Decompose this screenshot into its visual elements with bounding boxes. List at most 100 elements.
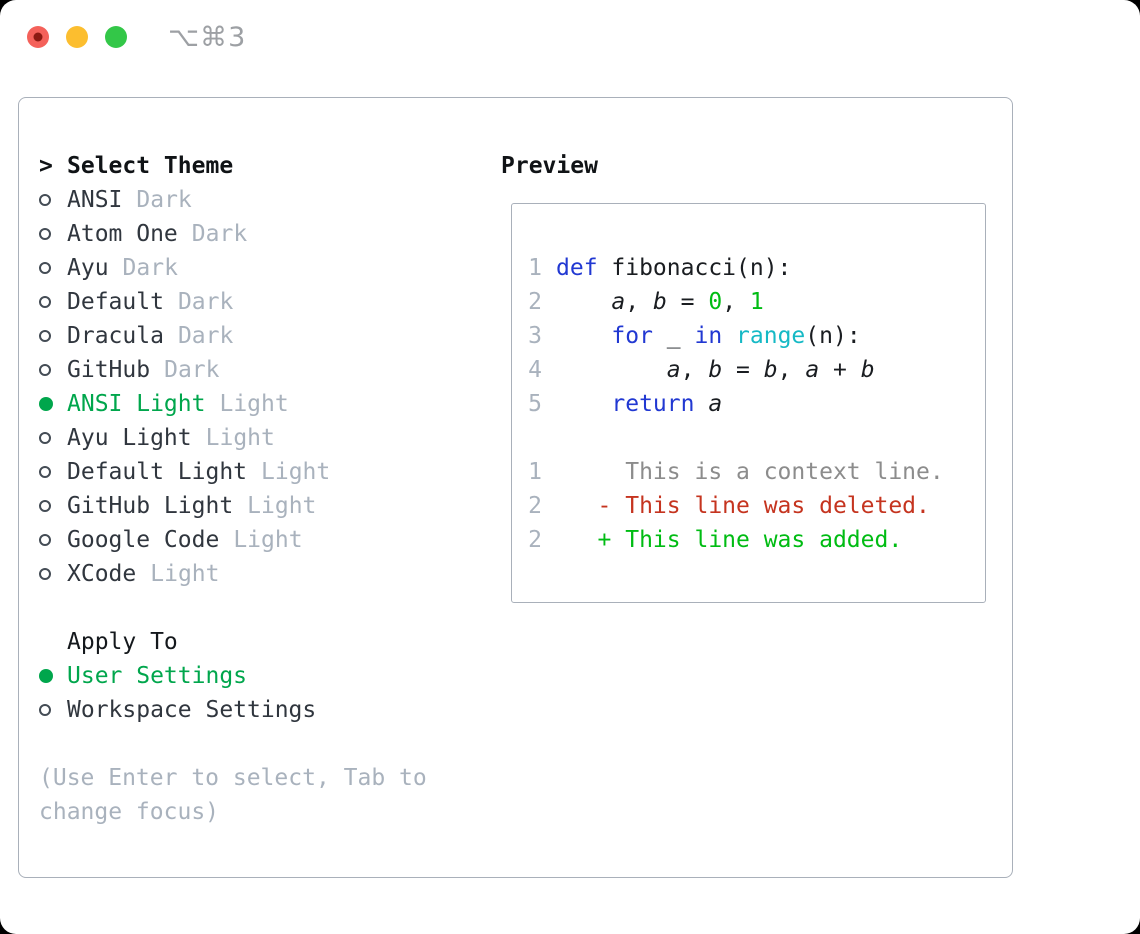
theme-variant-tag: Dark <box>177 289 234 315</box>
code-token-var: b <box>763 357 778 383</box>
maximize-button[interactable] <box>105 26 127 48</box>
code-token-var: a <box>805 357 820 383</box>
code-token-pl <box>556 323 611 349</box>
select-theme-title: Select Theme <box>67 153 234 179</box>
radio-icon <box>39 364 51 376</box>
theme-name: GitHub <box>67 357 151 383</box>
radio-icon <box>39 704 51 716</box>
theme-name: XCode <box>67 561 137 587</box>
focus-caret: > <box>39 153 53 179</box>
theme-name: GitHub Light <box>67 493 234 519</box>
line-number: 2 <box>528 527 542 553</box>
apply-option-workspace-settings[interactable]: Workspace Settings <box>39 693 479 727</box>
code-token-fn: range <box>736 323 806 349</box>
close-button[interactable] <box>27 26 49 48</box>
code-token-pl <box>722 323 736 349</box>
titlebar: ⌥⌘3 <box>27 21 247 53</box>
line-content: return a <box>556 391 722 417</box>
line-number: 1 <box>528 255 542 281</box>
theme-option-google-code[interactable]: Google Code Light <box>39 523 479 557</box>
line-number: 5 <box>528 391 542 417</box>
line-content: + This line was added. <box>556 527 903 553</box>
preview-title: Preview <box>501 153 598 179</box>
diff-line-added: 2 + This line was added. <box>528 523 985 557</box>
line-number: 2 <box>528 289 542 315</box>
code-line: 3 for _ in range(n): <box>528 319 985 353</box>
code-token-pl: , <box>722 289 750 315</box>
select-theme-header: > Select Theme <box>39 149 479 183</box>
line-content: def fibonacci(n): <box>556 255 791 281</box>
code-token-kw: return <box>611 391 695 417</box>
theme-variant-tag: Light <box>233 527 303 553</box>
code-token-var: b <box>708 357 723 383</box>
code-token-kw: def <box>556 255 598 281</box>
radio-icon <box>39 466 51 478</box>
code-token-pl: fibonacci(n): <box>597 255 792 281</box>
help-text: (Use Enter to select, Tab to change focu… <box>39 765 427 825</box>
code-token-pl: _ <box>652 323 695 349</box>
radio-icon <box>39 262 51 274</box>
code-token-pl: + <box>819 357 861 383</box>
code-token-pl <box>694 391 708 417</box>
minimize-button[interactable] <box>66 26 88 48</box>
radio-icon <box>39 228 51 240</box>
code-token-pl: = <box>722 357 764 383</box>
code-token-pl: , <box>777 357 806 383</box>
theme-name: Default <box>67 289 164 315</box>
code-line: 2 a, b = 0, 1 <box>528 285 985 319</box>
theme-variant-tag: Light <box>219 391 289 417</box>
theme-variant-tag: Dark <box>122 255 178 281</box>
code-line: 4 a, b = b, a + b <box>528 353 985 387</box>
radio-icon <box>39 296 51 308</box>
theme-variant-tag: Dark <box>136 187 192 213</box>
apply-to-title: Apply To <box>67 629 178 655</box>
apply-option-user-settings[interactable]: User Settings <box>39 659 479 693</box>
theme-option-ayu-light[interactable]: Ayu Light Light <box>39 421 479 455</box>
window-title: ⌥⌘3 <box>168 21 247 53</box>
code-token-pl <box>556 357 667 383</box>
code-token-pl: (n): <box>805 323 861 349</box>
radio-icon <box>39 432 51 444</box>
radio-icon <box>39 330 51 342</box>
theme-variant-tag: Dark <box>177 323 234 349</box>
line-content: a, b = b, a + b <box>556 357 875 383</box>
code-token-pl <box>556 391 611 417</box>
theme-variant-tag: Light <box>261 459 331 485</box>
code-token-pl: , <box>625 289 653 315</box>
code-token-var: a <box>611 289 626 315</box>
code-token-kw: for <box>611 323 653 349</box>
diff-line-context: 1 This is a context line. <box>528 455 985 489</box>
code-token-var: b <box>860 357 875 383</box>
code-token-pl: = <box>666 289 709 315</box>
close-dot-icon <box>33 32 43 42</box>
radio-icon <box>39 534 51 546</box>
theme-name: Google Code <box>67 527 220 553</box>
code-token-pl <box>556 289 611 315</box>
radio-icon <box>39 500 51 512</box>
code-token-kw: in <box>694 323 723 349</box>
code-token-var: a <box>708 391 723 417</box>
theme-variant-tag: Light <box>205 425 275 451</box>
code-line: 1 def fibonacci(n): <box>528 251 985 285</box>
theme-option-default[interactable]: Default Dark <box>39 285 479 319</box>
blank-line <box>528 421 985 455</box>
theme-name: Ayu Light <box>67 425 192 451</box>
line-content: - This line was deleted. <box>556 493 930 519</box>
theme-name: Atom One <box>67 221 178 247</box>
